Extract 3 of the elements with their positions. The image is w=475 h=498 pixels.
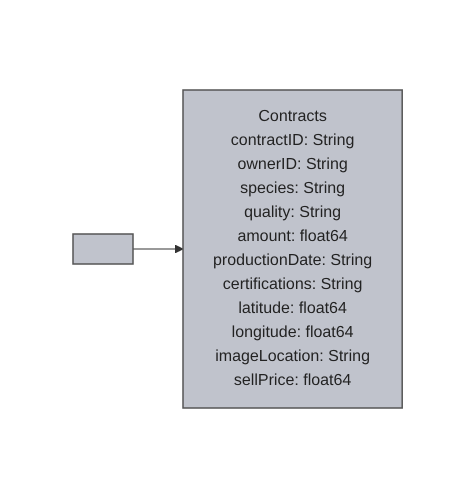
class-box: Contracts contractID: String ownerID: String species: String quality: String amount: float64 productionDate: String certifications: String latitude: float64 longitude: float64 imageLocation: String sellPrice: float64 xyxy=(182,89,403,409)
empty-box xyxy=(72,233,134,265)
arrow xyxy=(132,244,184,254)
